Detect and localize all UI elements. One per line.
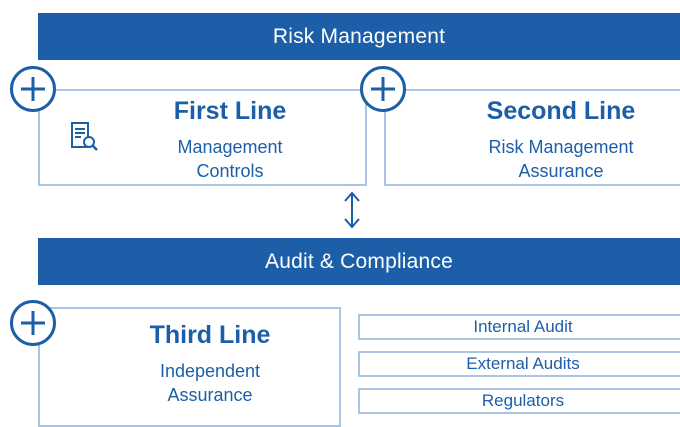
- third-line-subtitle-2: Assurance: [167, 385, 253, 405]
- audit-compliance-bar: Audit & Compliance: [38, 238, 680, 285]
- third-line-subtitle-1: Independent: [159, 361, 261, 381]
- risk-management-bar: Risk Management: [38, 13, 680, 60]
- risk-management-label: Risk Management: [272, 24, 446, 48]
- first-line-title: First Line: [173, 97, 287, 125]
- third-line-plus-icon: [10, 300, 56, 346]
- first-line-box: First Line Management Controls: [38, 89, 367, 186]
- regulators-box: Regulators: [358, 388, 680, 414]
- second-line-subtitle-1: Risk Management: [488, 137, 634, 157]
- first-line-plus-icon: [10, 66, 56, 112]
- second-line-subtitle: Risk Management Assurance: [456, 135, 666, 183]
- first-line-subtitle: Management Controls: [130, 135, 330, 183]
- internal-audit-box: Internal Audit: [358, 314, 680, 340]
- third-line-title: Third Line: [149, 321, 271, 349]
- second-line-plus-icon: [360, 66, 406, 112]
- external-audits-box: External Audits: [358, 351, 680, 377]
- document-search-icon: [70, 121, 100, 160]
- audit-compliance-label: Audit & Compliance: [264, 249, 454, 273]
- first-line-subtitle-1: Management: [177, 137, 283, 157]
- third-line-subtitle: Independent Assurance: [110, 359, 310, 407]
- second-line-title: Second Line: [486, 97, 636, 125]
- second-line-box: Second Line Risk Management Assurance: [384, 89, 680, 186]
- second-line-subtitle-2: Assurance: [518, 161, 604, 181]
- first-line-subtitle-2: Controls: [196, 161, 264, 181]
- up-down-arrow-icon: [342, 190, 362, 235]
- third-line-box: Third Line Independent Assurance: [38, 307, 341, 427]
